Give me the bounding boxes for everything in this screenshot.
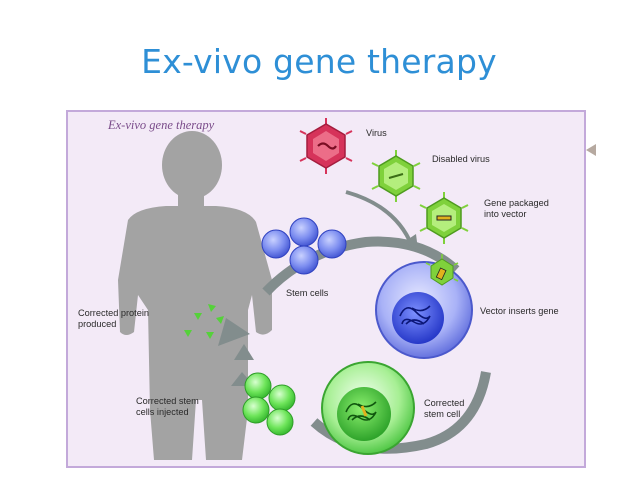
gene-therapy-diagram: Ex-vivo gene therapy Virus <box>66 110 586 468</box>
label-stem-cell: stem cell <box>424 409 460 419</box>
label-disabled-virus: Disabled virus <box>432 154 490 164</box>
inner-title: Ex-vivo gene therapy <box>107 118 215 132</box>
vector-insert-cell <box>375 254 473 359</box>
label-gene-packaged: Gene packaged <box>484 198 549 208</box>
virus-disabled <box>371 150 421 202</box>
virus-vector <box>419 192 469 244</box>
virus-red <box>299 118 353 174</box>
arrow-right-icon <box>586 144 596 156</box>
cycle-arrowheads <box>218 318 254 360</box>
human-silhouette <box>118 131 272 460</box>
label-protein-produced: produced <box>78 319 116 329</box>
slide-title: Ex-vivo gene therapy <box>141 42 497 81</box>
label-corrected-protein: Corrected protein <box>78 308 149 318</box>
label-corrected-stem: Corrected <box>424 398 464 408</box>
label-corrected-injected: Corrected stem <box>136 396 199 406</box>
label-vector-inserts: Vector inserts gene <box>480 306 559 316</box>
label-stem-cells: Stem cells <box>286 288 329 298</box>
corrected-cells-cluster <box>242 372 296 436</box>
label-cells-injected: cells injected <box>136 407 189 417</box>
virus-arrow <box>345 190 414 247</box>
stem-cells-cluster <box>261 217 347 275</box>
label-into-vector: into vector <box>484 209 526 219</box>
label-virus: Virus <box>366 128 387 138</box>
label-gene-packaged-line1: Gene packaged <box>484 198 549 208</box>
corrected-stem-cell <box>321 361 415 455</box>
